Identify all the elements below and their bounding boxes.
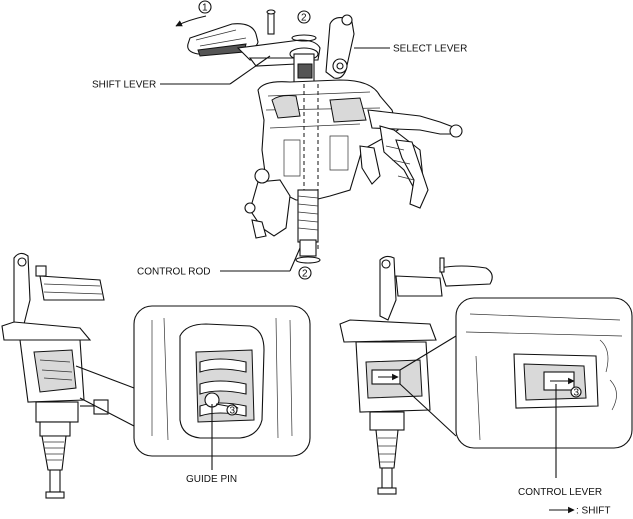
left-inset-step-3-marker xyxy=(226,404,238,416)
legend-shift-label: : SHIFT xyxy=(576,506,610,517)
select-lever-label: SELECT LEVER xyxy=(393,44,467,55)
guide-pin-label: GUIDE PIN xyxy=(186,474,237,485)
step-2-top-marker xyxy=(297,10,311,24)
left-inset-step-3-label: 3 xyxy=(230,406,236,417)
step-2-top-label: 2 xyxy=(301,13,307,24)
step-2-bottom-label: 2 xyxy=(302,269,308,280)
control-rod-label: CONTROL ROD xyxy=(137,267,211,278)
left-assembly-view xyxy=(1,252,109,499)
transmission-shift-assembly xyxy=(187,9,463,264)
right-inset-step-3-label: 3 xyxy=(574,388,580,399)
right-detail-inset xyxy=(455,297,633,449)
left-inset-connector xyxy=(75,365,135,427)
step-2-bottom-marker xyxy=(298,266,312,280)
right-inset-step-3-marker xyxy=(570,386,582,398)
step-1-marker xyxy=(198,0,212,14)
rotation-arrow-icon xyxy=(175,15,207,27)
control-lever-label: CONTROL LEVER xyxy=(518,487,602,498)
right-inset-connector xyxy=(399,335,457,437)
left-detail-inset xyxy=(133,305,311,457)
step-1-label: 1 xyxy=(202,3,208,14)
shift-lever-label: SHIFT LEVER xyxy=(92,80,156,91)
